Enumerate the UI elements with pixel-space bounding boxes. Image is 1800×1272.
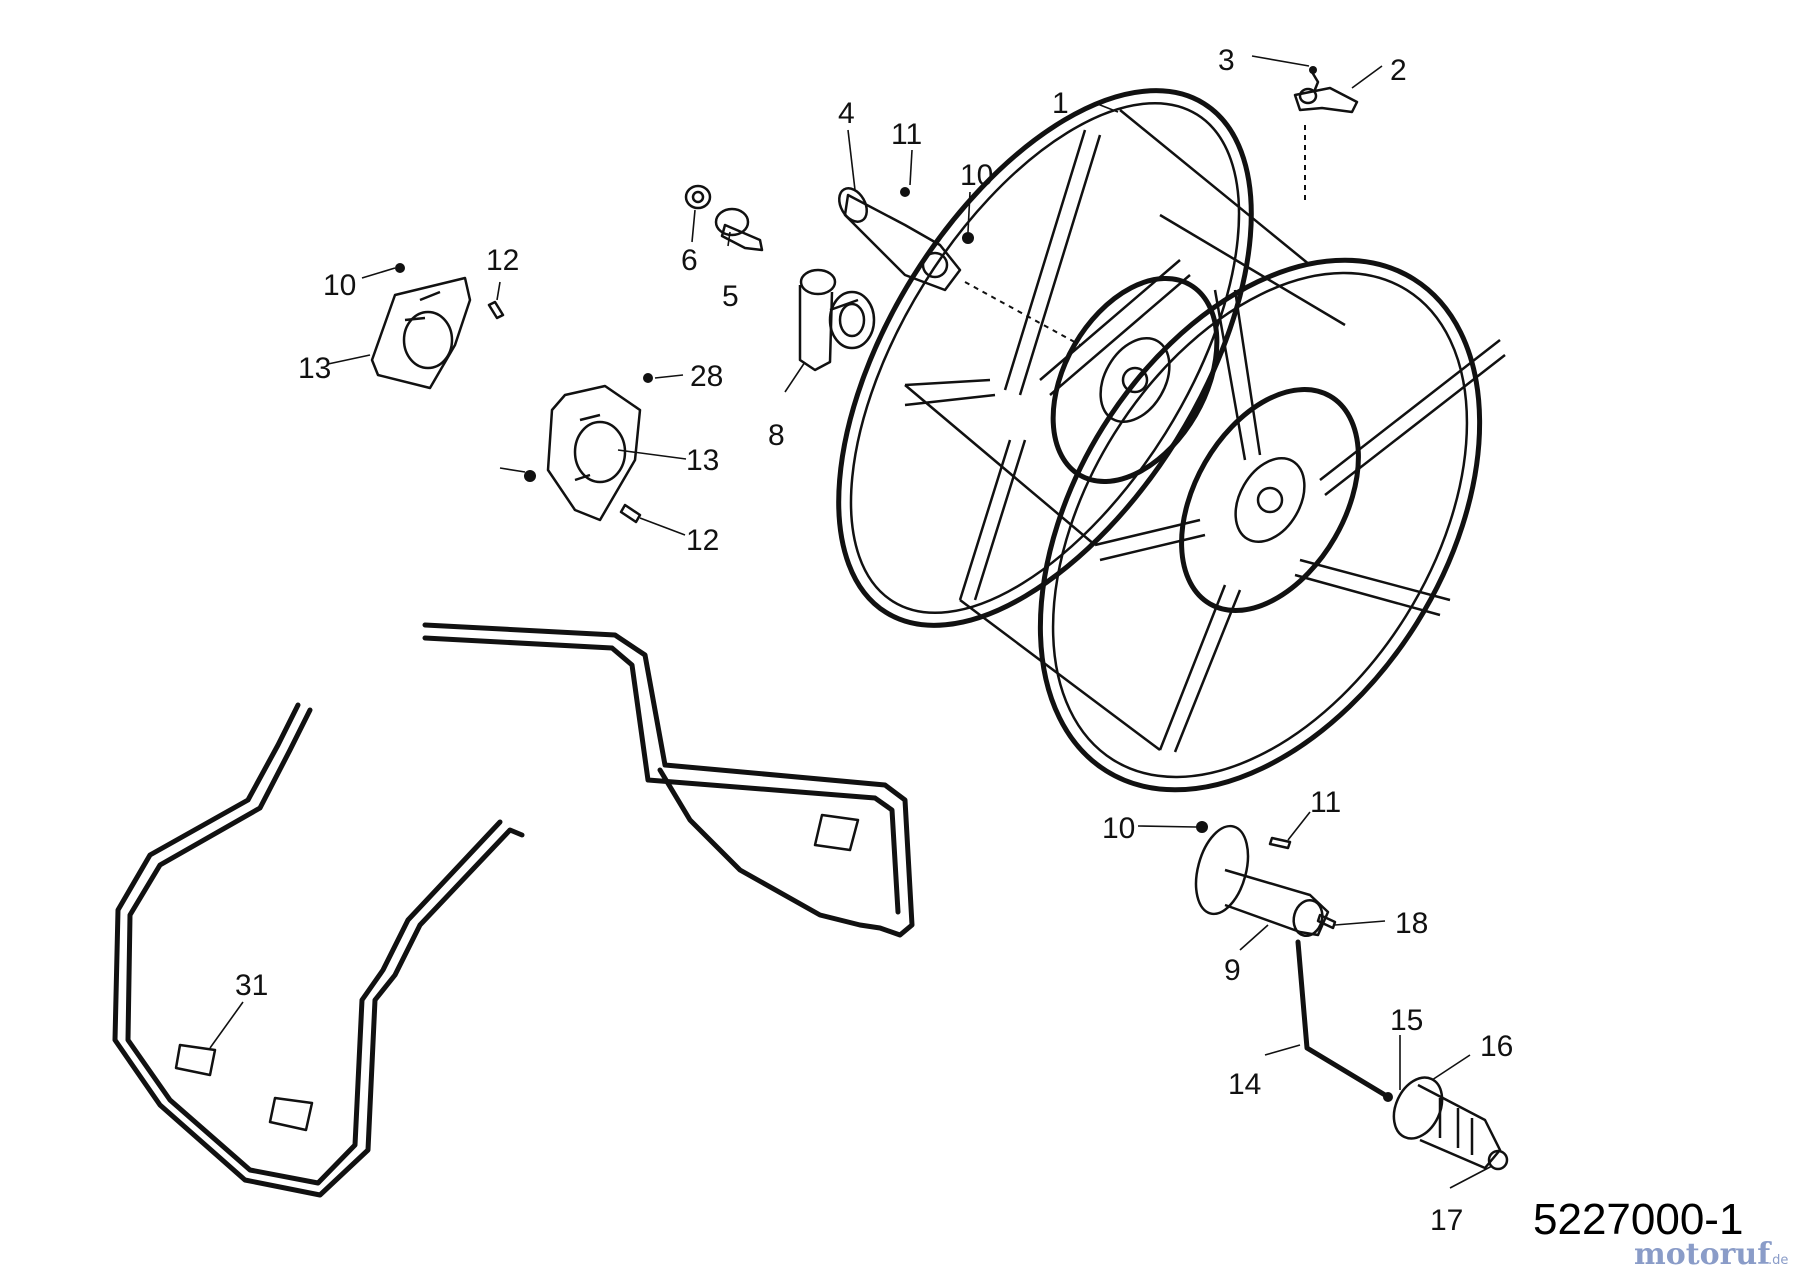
callout-12a: 12 — [486, 244, 519, 277]
tubular-frame-31 — [112, 702, 525, 1198]
bearing-plate-13-lower — [524, 373, 653, 524]
callout-10a: 10 — [960, 159, 993, 192]
callout-11b: 11 — [1310, 786, 1341, 819]
callout-13a: 13 — [298, 352, 331, 385]
watermark-suffix: .de — [1768, 1253, 1788, 1268]
callout-9: 9 — [1224, 954, 1241, 987]
callout-10c: 10 — [1102, 812, 1135, 845]
callout-8: 8 — [768, 419, 785, 452]
hose-connector-4 — [838, 187, 974, 292]
elbow-fitting-8 — [798, 268, 876, 372]
callout-11a: 11 — [891, 118, 922, 151]
bearing-plate-13-upper — [370, 263, 505, 390]
brand-watermark: motoruf .de — [1634, 1237, 1788, 1272]
callout-10b: 10 — [323, 269, 356, 302]
callout-4: 4 — [838, 97, 855, 130]
callout-17: 17 — [1430, 1204, 1463, 1237]
callout-12b: 12 — [686, 524, 719, 557]
callout-1: 1 — [1052, 87, 1069, 120]
spindle-9 — [1194, 821, 1337, 938]
callout-15: 15 — [1390, 1004, 1423, 1037]
support-frame — [422, 622, 915, 938]
nipple-5 — [714, 207, 764, 252]
callout-5: 5 — [722, 280, 739, 313]
washer-6 — [684, 184, 712, 210]
watermark-brand: motoruf — [1634, 1237, 1772, 1272]
callout-14: 14 — [1228, 1068, 1261, 1101]
callout-6: 6 — [681, 244, 698, 277]
leader-lines — [209, 55, 1493, 1189]
callout-16: 16 — [1480, 1030, 1513, 1063]
callout-2: 2 — [1390, 54, 1407, 87]
callout-labels: 1 2 3 4 11 10 6 5 10 12 13 28 8 13 12 10… — [235, 44, 1513, 1237]
callout-31: 31 — [235, 969, 268, 1002]
crank-handle-14 — [1295, 939, 1509, 1171]
callout-28: 28 — [690, 360, 723, 393]
callout-3: 3 — [1218, 44, 1235, 77]
callout-18: 18 — [1395, 907, 1428, 940]
hose-reel-drum — [836, 88, 1506, 793]
clamp-2 — [1293, 66, 1359, 114]
callout-13b: 13 — [686, 444, 719, 477]
diagram-part-number: 5227000-1 — [1533, 1195, 1743, 1244]
